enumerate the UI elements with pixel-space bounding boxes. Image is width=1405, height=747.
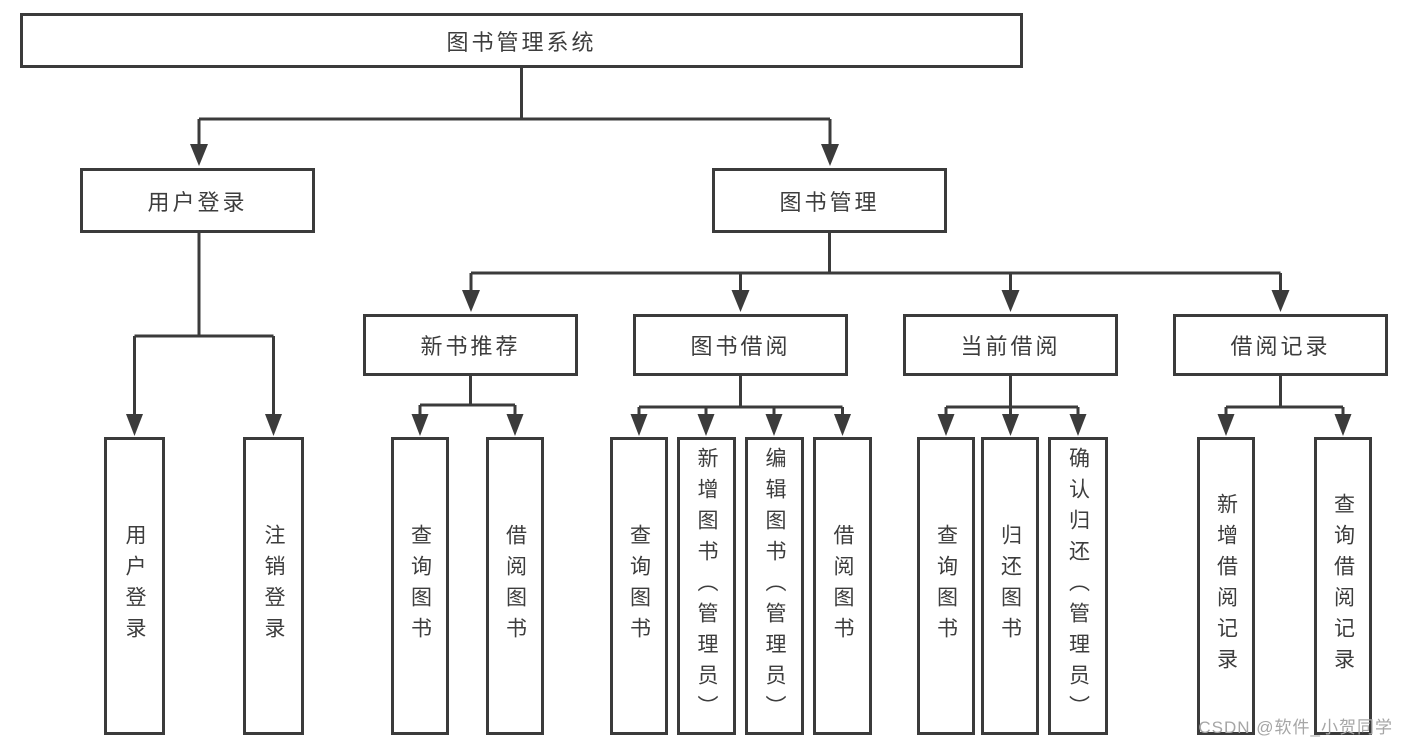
leaf-user-login: 用户登录 bbox=[104, 437, 165, 735]
connector-current-borrow-branch bbox=[937, 376, 1087, 436]
leaf-current-borrow-return-label: 归还图书 bbox=[998, 524, 1022, 648]
csdn-watermark: CSDN @软件_小贺同学 bbox=[1198, 718, 1393, 737]
node-root-system-label: 图书管理系统 bbox=[446, 29, 597, 55]
leaf-book-borrow-add: 新增图书（管理员） bbox=[677, 437, 736, 735]
leaf-current-borrow-query-label: 查询图书 bbox=[934, 524, 958, 648]
leaf-book-borrow-edit-label: 编辑图书（管理员） bbox=[763, 446, 786, 726]
leaf-book-borrow-borrow-label: 借阅图书 bbox=[831, 524, 854, 648]
node-book-mgmt-label: 图书管理 bbox=[779, 189, 880, 215]
leaf-book-borrow-edit: 编辑图书（管理员） bbox=[745, 437, 804, 735]
connector-user-login-branch bbox=[126, 233, 282, 436]
leaf-logout: 注销登录 bbox=[243, 437, 304, 735]
connector-new-books-branch bbox=[411, 376, 524, 436]
leaf-records-query: 查询借阅记录 bbox=[1314, 437, 1372, 735]
connector-borrow-records-branch bbox=[1217, 376, 1352, 436]
leaf-current-borrow-query: 查询图书 bbox=[917, 437, 975, 735]
connector-root-to-level2 bbox=[190, 68, 839, 166]
node-borrow-records: 借阅记录 bbox=[1173, 314, 1388, 376]
leaf-book-borrow-add-label: 新增图书（管理员） bbox=[695, 446, 718, 726]
node-current-borrow-label: 当前借阅 bbox=[960, 334, 1061, 359]
leaf-book-borrow-query-label: 查询图书 bbox=[627, 524, 651, 648]
leaf-new-books-query: 查询图书 bbox=[391, 437, 449, 735]
node-borrow-records-label: 借阅记录 bbox=[1230, 334, 1331, 359]
leaf-records-query-label: 查询借阅记录 bbox=[1331, 493, 1355, 679]
leaf-records-add-label: 新增借阅记录 bbox=[1214, 493, 1238, 679]
leaf-records-add: 新增借阅记录 bbox=[1197, 437, 1255, 735]
connector-book-borrow-branch bbox=[630, 376, 851, 436]
leaf-new-books-query-label: 查询图书 bbox=[408, 524, 432, 648]
node-root-system: 图书管理系统 bbox=[20, 13, 1023, 68]
leaf-book-borrow-borrow: 借阅图书 bbox=[813, 437, 872, 735]
node-new-books-label: 新书推荐 bbox=[420, 334, 521, 359]
node-book-mgmt: 图书管理 bbox=[712, 168, 947, 233]
leaf-new-books-borrow: 借阅图书 bbox=[486, 437, 544, 735]
leaf-current-borrow-return: 归还图书 bbox=[981, 437, 1039, 735]
node-book-borrow: 图书借阅 bbox=[633, 314, 848, 376]
node-user-login-label: 用户登录 bbox=[147, 189, 248, 215]
leaf-book-borrow-query: 查询图书 bbox=[610, 437, 668, 735]
node-new-books: 新书推荐 bbox=[363, 314, 578, 376]
leaf-user-login-label: 用户登录 bbox=[123, 524, 146, 648]
node-book-borrow-label: 图书借阅 bbox=[690, 334, 791, 359]
leaf-current-borrow-confirm-label: 确认归还（管理员） bbox=[1066, 446, 1090, 726]
node-current-borrow: 当前借阅 bbox=[903, 314, 1118, 376]
leaf-current-borrow-confirm: 确认归还（管理员） bbox=[1048, 437, 1108, 735]
leaf-new-books-borrow-label: 借阅图书 bbox=[503, 524, 527, 648]
leaf-logout-label: 注销登录 bbox=[262, 524, 285, 648]
node-user-login: 用户登录 bbox=[80, 168, 315, 233]
connector-book-mgmt-branch bbox=[462, 233, 1290, 312]
